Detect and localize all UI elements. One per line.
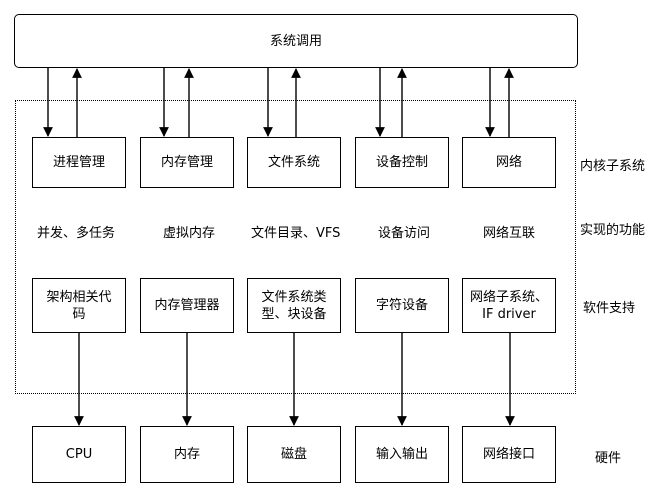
software-box-memory-manager: 内存管理器 [140,278,234,333]
row-label-hardware: 硬件 [595,451,622,466]
software-box-fs-types: 文件系统类型、块设备 [247,278,341,333]
kernel-box-filesystem: 文件系统 [247,137,341,188]
software-box-arch: 架构相关代码 [32,278,126,333]
kernel-box-process: 进程管理 [32,137,126,188]
kernel-box-device-control: 设备控制 [355,137,449,188]
function-device: 设备访问 [378,226,431,241]
row-label-function: 实现的功能 [580,223,646,238]
software-box-network-subsystem: 网络子系统、IF driver [462,278,556,333]
software-box-char-device: 字符设备 [355,278,449,333]
kernel-box-memory: 内存管理 [140,137,234,188]
function-memory: 虚拟内存 [163,226,216,241]
syscall-box: 系统调用 [14,14,578,68]
function-network: 网络互联 [483,226,536,241]
hardware-box-network-interface: 网络接口 [462,426,556,483]
function-process: 并发、多任务 [37,226,116,241]
hardware-box-memory: 内存 [140,426,234,483]
hardware-box-io: 输入输出 [355,426,449,483]
function-filesystem: 文件目录、VFS [251,226,341,241]
hardware-box-disk: 磁盘 [247,426,341,483]
row-label-kernel: 内核子系统 [580,159,646,174]
row-label-software: 软件支持 [583,301,636,316]
kernel-box-network: 网络 [462,137,556,188]
hardware-box-cpu: CPU [32,426,126,483]
